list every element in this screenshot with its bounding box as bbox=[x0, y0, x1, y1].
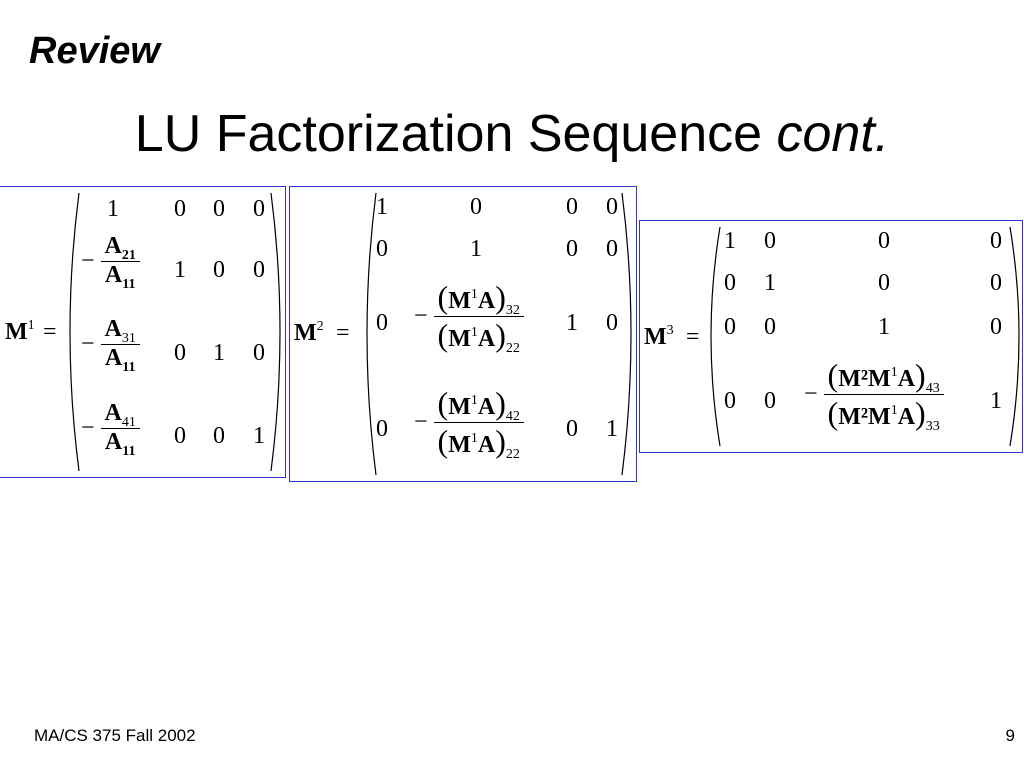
m3-cell: 0 bbox=[878, 270, 890, 296]
m2-cell: 0 bbox=[566, 236, 578, 262]
matrix-m2-box: M2 = 1 0 0 0 0 1 0 0 0 − (M1A)32 (M1A)22… bbox=[289, 186, 637, 482]
m2-cell: 0 bbox=[376, 416, 388, 442]
slide-title: LU Factorization Sequence cont. bbox=[0, 104, 1024, 164]
m1-cell: 0 bbox=[213, 257, 225, 283]
m3-cell: 1 bbox=[724, 228, 736, 254]
m2-cell: 0 bbox=[606, 236, 618, 262]
m3-cell: 0 bbox=[990, 314, 1002, 340]
m3-cell: 1 bbox=[764, 270, 776, 296]
m2-cell: 0 bbox=[470, 194, 482, 220]
m3-cell: 0 bbox=[724, 314, 736, 340]
m2-cell: 0 bbox=[606, 310, 618, 336]
section-label: Review bbox=[29, 30, 160, 72]
m3-fraction-row4: − (M²M1A)43 (M²M1A)33 bbox=[804, 357, 944, 434]
m3-cell: 0 bbox=[990, 228, 1002, 254]
title-emphasis: cont. bbox=[776, 105, 890, 163]
m2-fraction-row4: − (M1A)42 (M1A)22 bbox=[414, 385, 524, 462]
matrix-m3-brackets bbox=[710, 226, 1020, 447]
m3-cell: 0 bbox=[724, 388, 736, 414]
m1-cell: 1 bbox=[253, 423, 265, 449]
matrix-m2-lhs: M2 bbox=[294, 319, 324, 346]
matrix-m2-brackets bbox=[366, 192, 632, 476]
m3-cell: 0 bbox=[724, 270, 736, 296]
m1-fraction-a31: − A31 A11 bbox=[81, 316, 140, 375]
m2-cell: 0 bbox=[376, 236, 388, 262]
m1-cell: 0 bbox=[174, 196, 186, 222]
matrix-m3-box: M3 = 1 0 0 0 0 1 0 0 0 0 1 0 0 0 − (M²M1… bbox=[639, 220, 1023, 453]
matrix-m1-equals: = bbox=[43, 319, 57, 345]
m1-cell: 0 bbox=[174, 423, 186, 449]
m3-cell: 0 bbox=[878, 228, 890, 254]
m2-cell: 0 bbox=[606, 194, 618, 220]
title-main: LU Factorization Sequence bbox=[134, 105, 777, 163]
m1-cell: 0 bbox=[253, 257, 265, 283]
m1-fraction-a41: − A41 A11 bbox=[81, 400, 140, 459]
m2-cell: 1 bbox=[566, 310, 578, 336]
m2-cell: 0 bbox=[376, 310, 388, 336]
m1-cell: 0 bbox=[213, 423, 225, 449]
m1-fraction-a21: − A21 A11 bbox=[81, 233, 140, 292]
m3-cell: 0 bbox=[990, 270, 1002, 296]
m1-cell: 1 bbox=[107, 196, 119, 222]
m1-cell: 0 bbox=[174, 340, 186, 366]
m3-cell: 1 bbox=[878, 314, 890, 340]
m1-cell: 0 bbox=[213, 196, 225, 222]
matrix-m1-box: M1 = 1 0 0 0 − A21 A11 1 0 0 − A31 A11 0… bbox=[0, 186, 286, 478]
m3-cell: 0 bbox=[764, 228, 776, 254]
m2-cell: 0 bbox=[566, 194, 578, 220]
m2-cell: 0 bbox=[566, 416, 578, 442]
m3-cell: 0 bbox=[764, 388, 776, 414]
m2-cell: 1 bbox=[470, 236, 482, 262]
m2-fraction-row3: − (M1A)32 (M1A)22 bbox=[414, 279, 524, 356]
footer-page-number: 9 bbox=[1005, 726, 1015, 745]
matrix-m3-lhs: M3 bbox=[644, 323, 674, 350]
m3-cell: 0 bbox=[764, 314, 776, 340]
m1-cell: 1 bbox=[213, 340, 225, 366]
m3-cell: 1 bbox=[990, 388, 1002, 414]
m2-cell: 1 bbox=[606, 416, 618, 442]
m1-cell: 1 bbox=[174, 257, 186, 283]
footer-course: MA/CS 375 Fall 2002 bbox=[34, 726, 196, 745]
matrix-m3-equals: = bbox=[686, 324, 700, 350]
m1-cell: 0 bbox=[253, 340, 265, 366]
matrix-m2-equals: = bbox=[336, 320, 350, 346]
m1-cell: 0 bbox=[253, 196, 265, 222]
matrix-m1-lhs: M1 bbox=[5, 318, 35, 345]
m2-cell: 1 bbox=[376, 194, 388, 220]
matrix-m1-brackets bbox=[69, 192, 281, 472]
